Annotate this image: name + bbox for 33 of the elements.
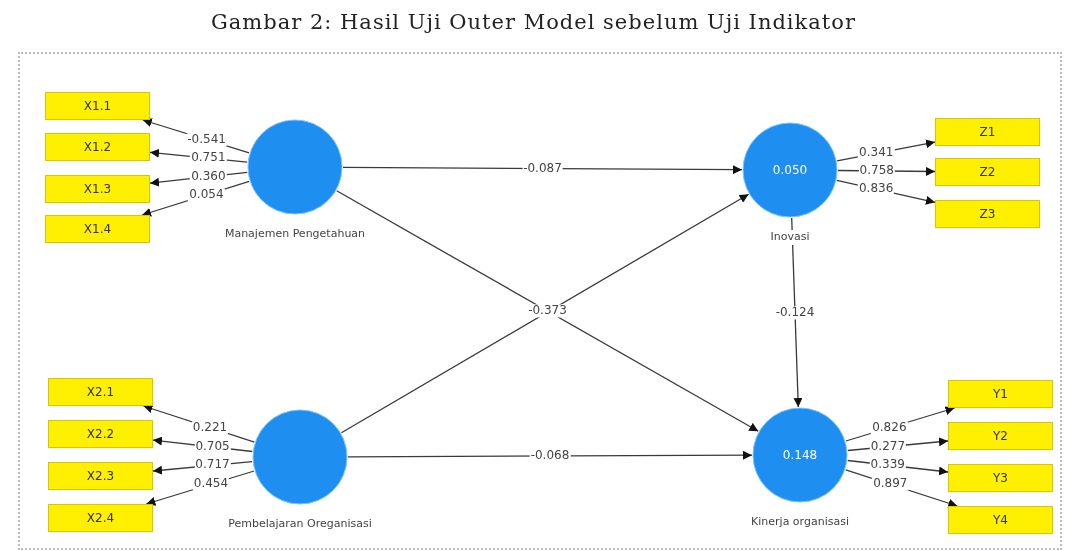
construct-label: Pembelajaran Oreganisasi — [226, 517, 374, 532]
indicator-box: Y1 — [948, 380, 1053, 408]
indicator-box: X1.3 — [45, 175, 150, 203]
construct-label: Inovasi — [768, 230, 812, 245]
construct-label: Kinerja organisasi — [749, 515, 851, 530]
indicator-box: X1.1 — [45, 92, 150, 120]
indicator-box: X2.1 — [48, 378, 153, 406]
indicator-box: Y3 — [948, 464, 1053, 492]
path-coefficient-label: 0.836 — [857, 182, 895, 196]
r-square-value: 0.050 — [771, 163, 809, 177]
indicator-box: X1.4 — [45, 215, 150, 243]
r-square-value: 0.148 — [781, 448, 819, 462]
indicator-box: Z1 — [935, 118, 1040, 146]
path-arrow — [342, 165, 743, 175]
path-coefficient-label: -0.541 — [186, 133, 227, 147]
path-coefficient-label: 0.454 — [192, 477, 230, 491]
path-coefficient-label: -0.124 — [774, 305, 816, 320]
indicator-box: X1.2 — [45, 133, 150, 161]
path-coefficient-label: 0.054 — [188, 188, 225, 202]
figure-title: Gambar 2: Hasil Uji Outer Model sebelum Uji Indikator — [210, 10, 857, 34]
path-coefficient-label: 0.221 — [191, 421, 229, 435]
indicator-box: Z3 — [935, 200, 1040, 228]
indicator-box: X2.2 — [48, 420, 153, 448]
indicator-box: X2.3 — [48, 462, 153, 490]
indicator-box: X2.4 — [48, 504, 153, 532]
path-coefficient-label: 0.341 — [858, 146, 895, 160]
indicator-box: Y4 — [948, 506, 1053, 534]
path-arrow — [347, 450, 753, 460]
indicator-box: Z2 — [935, 158, 1040, 186]
path-coefficient-label: 0.897 — [872, 477, 909, 491]
path-coefficient-label: -0.373 — [527, 304, 568, 318]
indicator-box: Y2 — [948, 422, 1053, 450]
path-coefficient-label: 0.826 — [871, 421, 908, 435]
